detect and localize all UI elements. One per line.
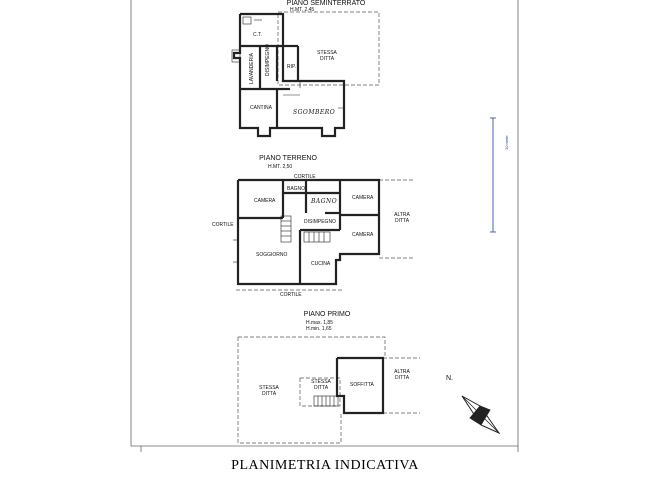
first-hmin: H.min. 1,65 <box>306 326 332 332</box>
label-cortile-bottom: CORTILE <box>280 292 302 298</box>
ground-floor-plan <box>233 178 414 291</box>
room-sgombero: SGOMBERO <box>293 109 336 116</box>
room-cantina: CANTINA <box>250 105 272 111</box>
first-title: PIANO PRIMO <box>303 311 351 318</box>
basement-title: PIANO SEMINTERRATO <box>286 0 366 7</box>
first-floor-plan <box>237 336 420 444</box>
room-bagno-2: BAGNO <box>311 198 338 205</box>
scale-label: 10 metri <box>504 135 509 150</box>
room-stessa-ditta-first-inner: STESSA DITTA <box>311 379 331 391</box>
ground-height: H.MT. 2,50 <box>268 164 293 170</box>
basement-height: H.MT. 2,45 <box>290 7 315 13</box>
label-cortile-top: CORTILE <box>294 174 316 180</box>
north-label: N. <box>446 375 453 382</box>
room-rip: RIP. <box>287 64 297 70</box>
room-lavanderia: LAVANDERIA <box>249 53 255 84</box>
room-soggiorno: SOGGIORNO <box>256 252 288 258</box>
ground-title: PIANO TERRENO <box>259 155 317 162</box>
room-camera-right-top: CAMERA <box>352 195 374 201</box>
room-stessa-ditta-first-left: STESSA DITTA <box>259 385 279 397</box>
room-disimpegno-ground: DISIMPEGNO <box>304 219 336 225</box>
room-cucina: CUCINA <box>311 261 331 267</box>
drawing-caption: PLANIMETRIA INDICATIVA <box>231 458 419 473</box>
scale-bar <box>490 117 496 233</box>
room-stessa-ditta-basement: STESSA DITTA <box>317 50 337 62</box>
room-camera-left: CAMERA <box>254 198 276 204</box>
label-altra-ditta-first: ALTRA DITTA <box>394 369 410 381</box>
compass-icon <box>461 395 501 435</box>
basement-plan <box>231 11 380 138</box>
first-hmax: H.max. 1,85 <box>306 320 333 326</box>
label-altra-ditta-ground: ALTRA DITTA <box>394 212 410 224</box>
sheet-frame <box>130 0 519 452</box>
room-disimpegno-basement: DISIMPEGNO <box>265 44 271 76</box>
room-ct: C.T. <box>253 32 262 38</box>
room-bagno-1: BAGNO <box>287 186 306 192</box>
room-soffitta: SOFFITTA <box>350 382 374 388</box>
label-cortile-left: CORTILE <box>212 222 234 228</box>
room-camera-right-bottom: CAMERA <box>352 232 374 238</box>
